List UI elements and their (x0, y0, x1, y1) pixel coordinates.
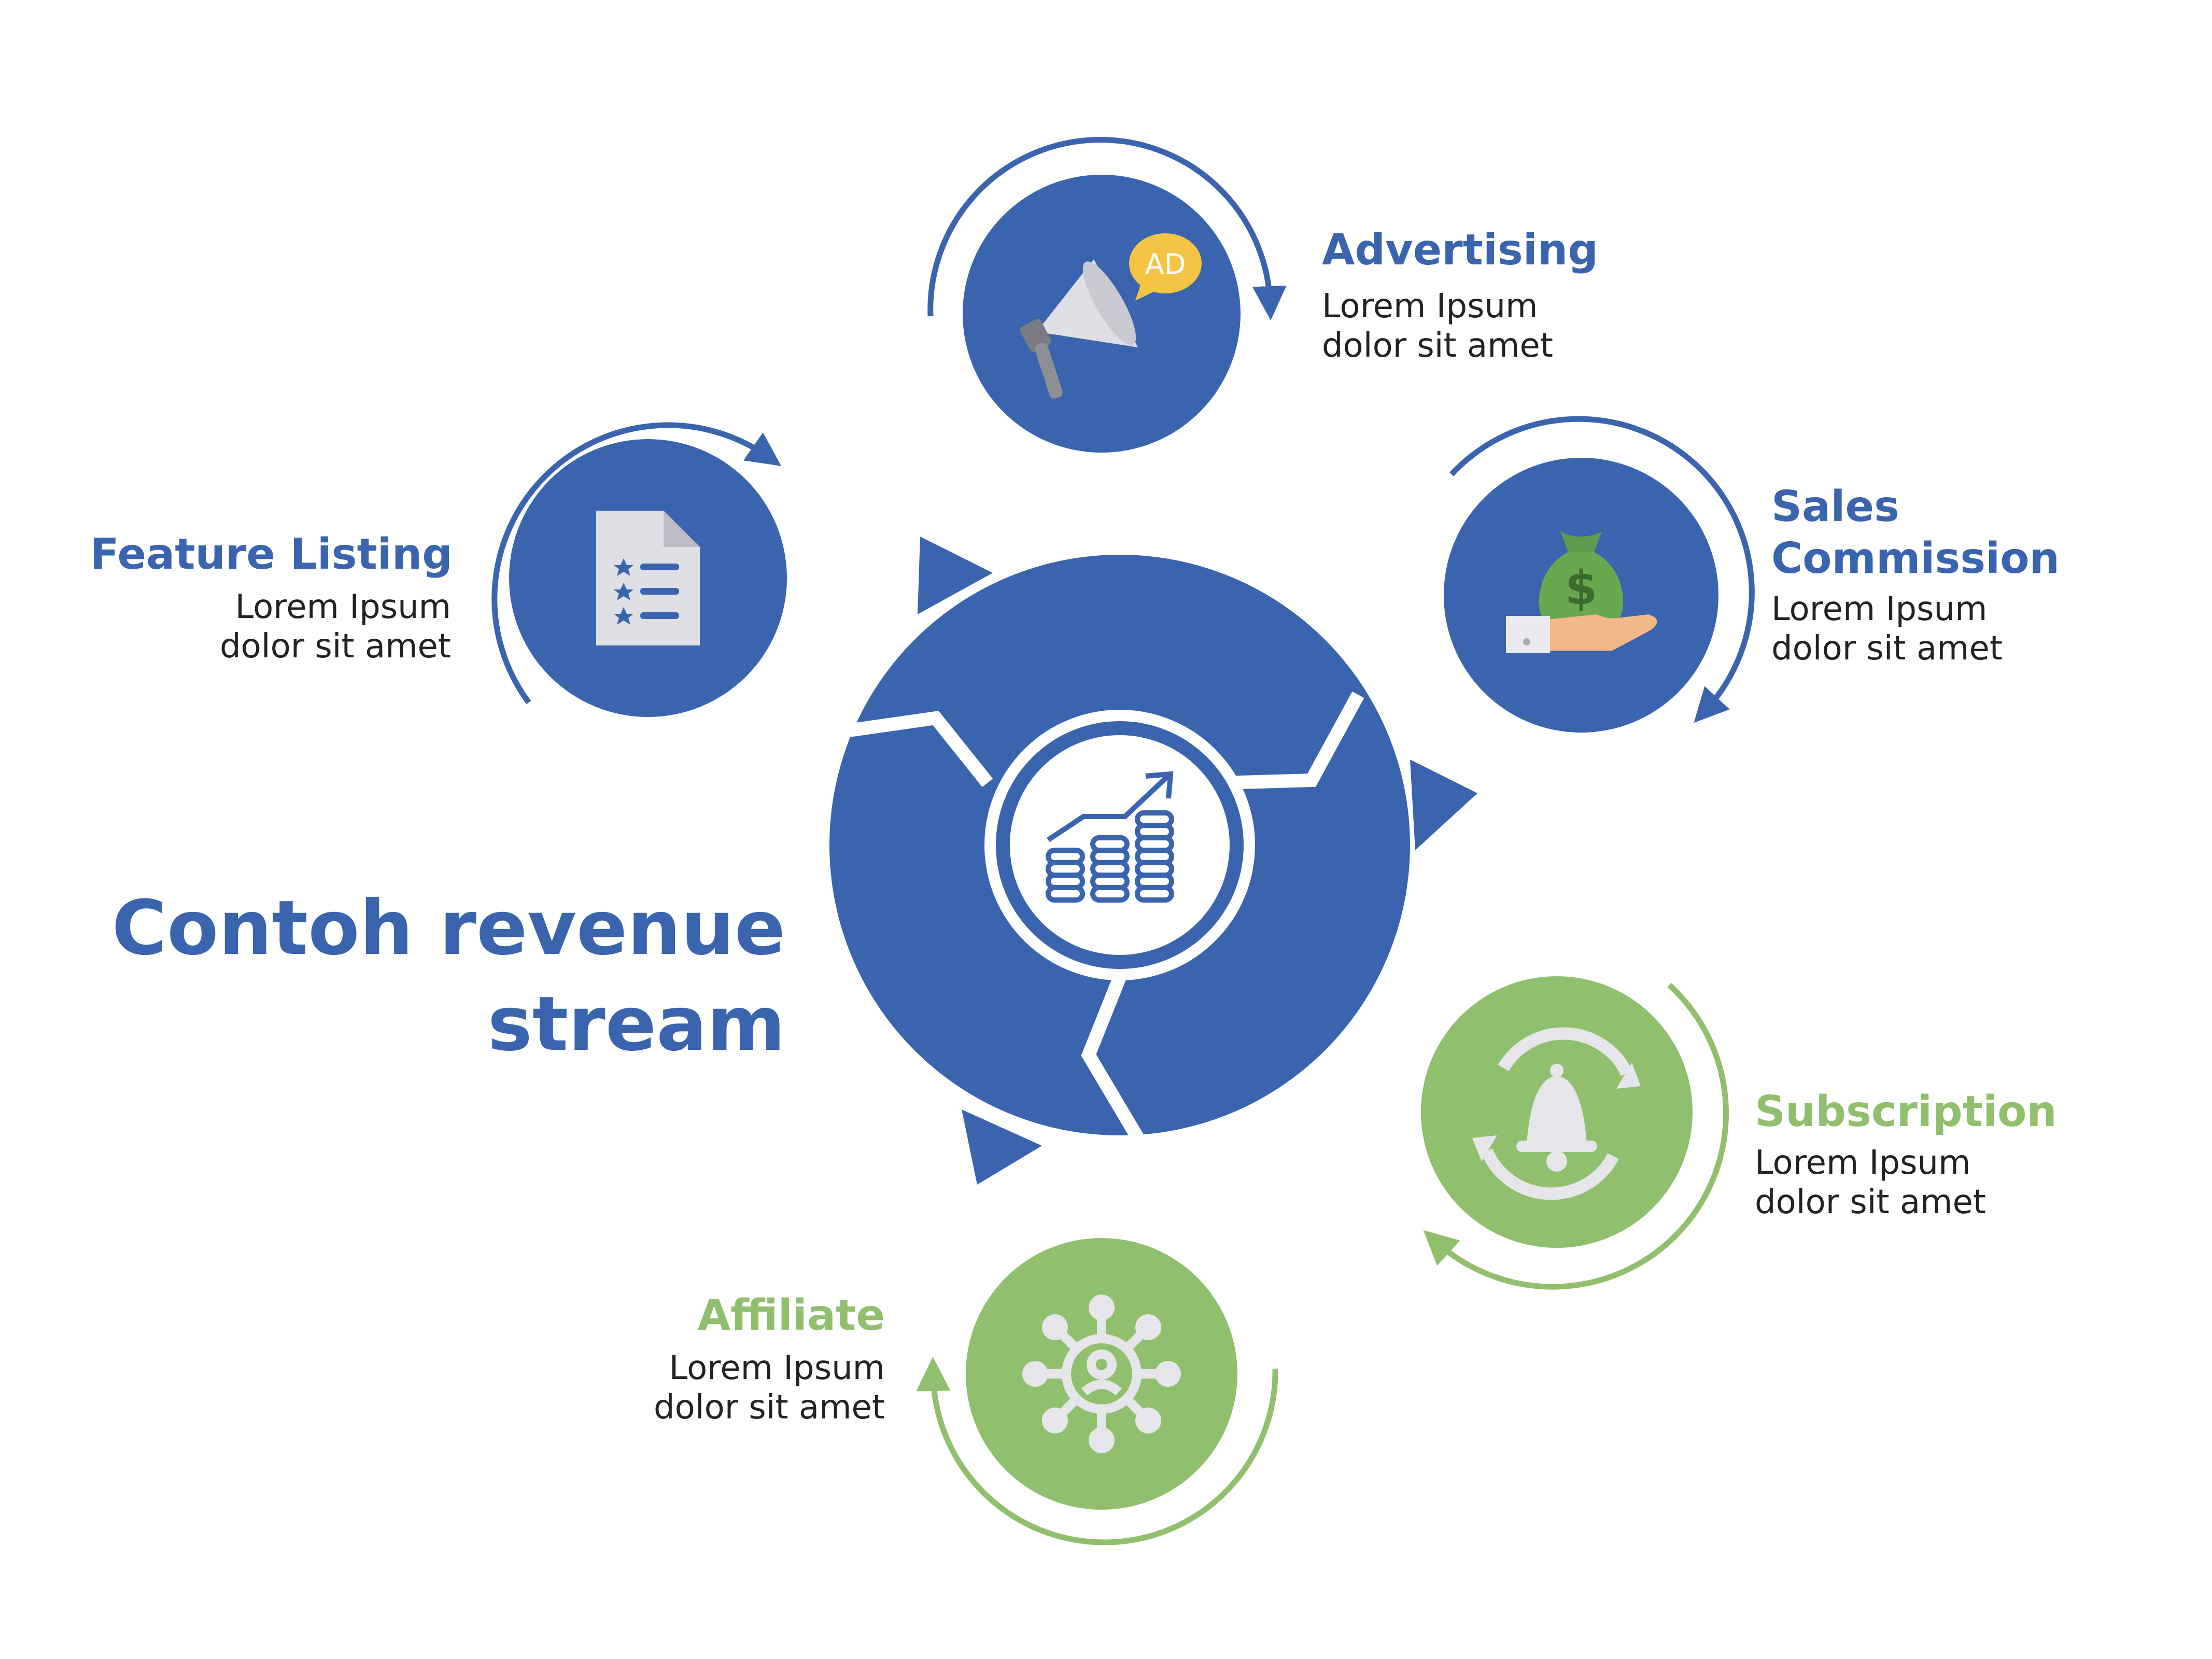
cycle-arrow-affiliate (916, 1357, 1278, 1545)
subscription-desc-line-2: dolor sit amet (1755, 1183, 1986, 1221)
sales-commission-desc-line-1: Lorem Ipsum (1771, 590, 1987, 628)
wheel-separator-right (1223, 691, 1364, 790)
title-line-1: Contoh revenue (112, 884, 785, 972)
item-advertising: AD Advertising Lorem Ipsum dolor sit ame… (927, 137, 1598, 453)
cycle-arrow-sales-commission (1449, 416, 1755, 723)
feature-listing-desc-line-2: dolor sit amet (220, 627, 451, 666)
affiliate-label: Affiliate (698, 1291, 885, 1340)
sales-commission-label-line-1: Sales (1771, 482, 1899, 531)
wheel-center (1010, 735, 1230, 955)
item-feature-listing: Feature Listing Lorem Ipsum dolor sit am… (90, 422, 787, 717)
title-line-2: stream (488, 980, 785, 1068)
bell-refresh-icon (1472, 1027, 1641, 1200)
subscription-desc-line-1: Lorem Ipsum (1755, 1144, 1970, 1182)
item-affiliate: Affiliate Lorem Ipsum dolor sit amet (654, 1238, 1278, 1545)
feature-listing-label: Feature Listing (90, 530, 453, 579)
affiliate-desc-line-1: Lorem Ipsum (669, 1349, 885, 1387)
sales-commission-label-line-2: Commission (1771, 534, 2060, 583)
wheel-separator-bottom (1081, 962, 1144, 1142)
item-subscription: Subscription Lorem Ipsum dolor sit amet (1421, 976, 2057, 1290)
sales-commission-desc-line-2: dolor sit amet (1771, 629, 2003, 668)
wheel-pointer-right (1410, 760, 1477, 850)
affiliate-desc-line-2: dolor sit amet (654, 1388, 885, 1427)
coins-growth-chart-icon (1046, 771, 1174, 903)
cycle-arrow-feature-listing (491, 422, 782, 705)
central-cycle-wheel (829, 537, 1477, 1185)
cycle-arrow-subscription (1423, 982, 1729, 1290)
item-sales-commission: $ Sales Commission Lorem Ipsum dolor sit… (1444, 416, 2060, 733)
advertising-label: Advertising (1322, 226, 1598, 275)
wheel-pointer-bottom (962, 1109, 1042, 1185)
affiliate-network-icon (1022, 1295, 1181, 1453)
document-list-icon (596, 511, 700, 645)
cycle-arrow-advertising (927, 137, 1287, 320)
advertising-desc-line-1: Lorem Ipsum (1322, 287, 1538, 326)
svg-text:$: $ (1565, 561, 1598, 615)
megaphone-ad-icon: AD (1020, 233, 1202, 399)
wheel-pointer-top (918, 537, 993, 614)
svg-text:AD: AD (1145, 248, 1186, 280)
money-bag-hand-icon: $ (1506, 531, 1657, 653)
subscription-label: Subscription (1755, 1087, 2057, 1136)
feature-listing-desc-line-1: Lorem Ipsum (235, 588, 451, 626)
advertising-desc-line-2: dolor sit amet (1322, 327, 1553, 365)
wheel-separator-left (844, 711, 993, 788)
